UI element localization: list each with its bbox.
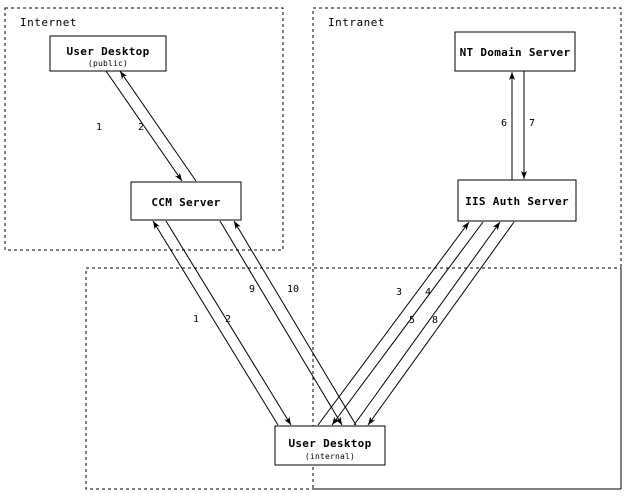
- flow-line-1-internal-to-ccm: [152, 220, 279, 426]
- edge-label-6-iis-nt: 6: [501, 118, 507, 129]
- node-user-desktop-public-subtitle: (public): [88, 59, 128, 68]
- node-user-desktop-internal-title: User Desktop: [288, 437, 371, 450]
- edge-label-2-ccm-internal: 2: [225, 314, 231, 325]
- node-user-desktop-internal-subtitle: (internal): [305, 452, 355, 461]
- node-nt-domain-server-box[interactable]: [454, 31, 576, 72]
- edge-label-4-iis-internal: 4: [425, 287, 431, 298]
- node-user-desktop-internal[interactable]: User Desktop (internal): [274, 425, 386, 466]
- node-iis-auth-server-box[interactable]: [457, 179, 577, 222]
- node-nt-domain-server-title: NT Domain Server: [460, 46, 571, 59]
- node-ccm-server[interactable]: CCM Server: [130, 181, 242, 221]
- node-user-desktop-public[interactable]: User Desktop (public): [49, 35, 167, 72]
- flow-line-9-ccm-to-internal: [219, 220, 343, 426]
- flow-line-2-ccm-to-public: [119, 70, 197, 182]
- zone-intranet-boundary: [312, 7, 622, 490]
- flow-iis-internal-desktop-58: 5 8: [353, 221, 515, 426]
- flow-line-5-internal-to-iis: [353, 221, 501, 426]
- flow-iis-internal-desktop-34: 3 4: [317, 221, 484, 426]
- node-nt-domain-server[interactable]: NT Domain Server: [454, 31, 576, 72]
- node-user-desktop-internal-box[interactable]: [274, 425, 386, 466]
- node-ccm-server-box[interactable]: [130, 181, 242, 221]
- node-iis-auth-server-title: IIS Auth Server: [465, 195, 569, 208]
- flow-line-3-internal-to-iis: [317, 221, 470, 426]
- edge-label-7-nt-iis: 7: [529, 118, 535, 129]
- node-user-desktop-public-box[interactable]: [49, 35, 167, 72]
- edge-label-10-internal-ccm: 10: [287, 284, 299, 295]
- edge-label-2-ccm-public: 2: [138, 122, 144, 133]
- flow-line-10-internal-to-ccm: [233, 220, 357, 426]
- flow-public-desktop-ccm: 1 2: [96, 70, 197, 182]
- edge-label-5-internal-iis: 5: [409, 315, 415, 326]
- edge-label-3-internal-iis: 3: [396, 287, 402, 298]
- edge-label-9-ccm-internal: 9: [249, 284, 255, 295]
- zone-intranet-label: Intranet: [328, 16, 385, 29]
- flow-line-2-ccm-to-internal: [165, 220, 292, 426]
- flow-ccm-internal-desktop-right: 9 10: [219, 220, 357, 426]
- flow-line-8-iis-to-internal: [367, 221, 515, 426]
- flow-iis-nt-domain: 6 7: [501, 71, 535, 180]
- edge-label-8-iis-internal: 8: [432, 315, 438, 326]
- zone-internet-boundary: [4, 7, 284, 251]
- node-user-desktop-public-title: User Desktop: [66, 45, 149, 58]
- flow-ccm-internal-desktop-left: 1 2: [152, 220, 292, 426]
- edge-label-1-internal-ccm: 1: [193, 314, 199, 325]
- zone-internet-label: Internet: [20, 16, 77, 29]
- edge-label-1-public-ccm: 1: [96, 122, 102, 133]
- flow-line-4-iis-to-internal: [331, 221, 484, 426]
- flow-line-1-public-to-ccm: [105, 70, 183, 182]
- node-iis-auth-server[interactable]: IIS Auth Server: [457, 179, 577, 222]
- node-ccm-server-title: CCM Server: [151, 196, 220, 209]
